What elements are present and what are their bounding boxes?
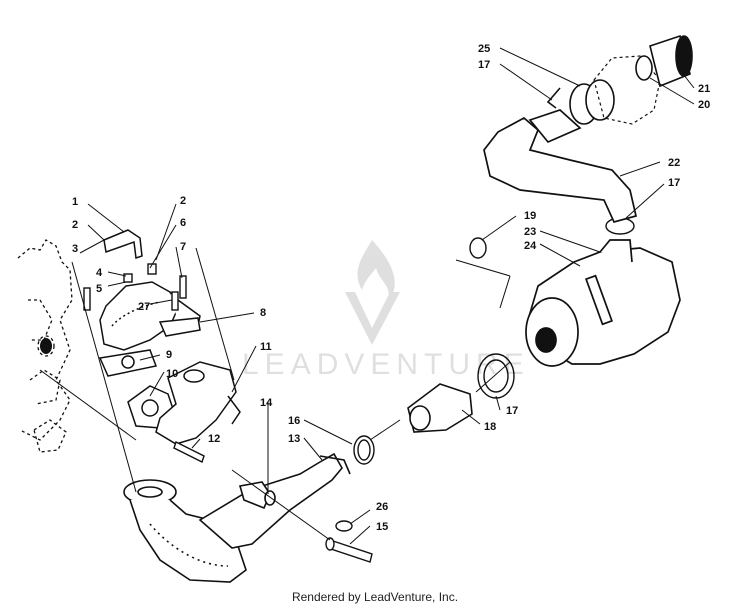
part-label-12: 12: [208, 433, 220, 445]
bellows-21: [635, 34, 693, 88]
part-label-2: 2: [72, 219, 78, 231]
part-label-7: 7: [180, 241, 186, 253]
part-label-27: 27: [138, 301, 150, 313]
grommet-19: [469, 237, 487, 259]
part-label-11: 11: [260, 341, 272, 353]
part-label-9: 9: [166, 349, 172, 361]
part-label-22: 22: [668, 157, 680, 169]
part-label-2: 2: [180, 195, 186, 207]
part-label-4: 4: [96, 267, 103, 279]
mounting-plate: [593, 55, 661, 125]
header-pipe: [123, 479, 247, 583]
engine-block: [17, 239, 73, 453]
leader-lines: [79, 47, 695, 545]
washer-26: [335, 520, 353, 532]
bolt-15: [325, 537, 373, 563]
part-label-6: 6: [180, 217, 186, 229]
part-label-13: 13: [288, 433, 300, 445]
adapter-10-11: [127, 361, 241, 445]
bolt-12: [173, 441, 205, 463]
footer-credit: Rendered by LeadVenture, Inc.: [291, 590, 459, 604]
part-label-3: 3: [72, 243, 78, 255]
part-label-15: 15: [376, 521, 388, 533]
tube-1: [103, 229, 143, 260]
part-label-8: 8: [260, 307, 266, 319]
assembly-lines: [39, 247, 511, 541]
clamp-17-lower: [477, 353, 515, 399]
part-label-10: 10: [166, 368, 178, 380]
elbow-pipe-22: [483, 109, 638, 224]
part-label-23: 23: [524, 226, 536, 238]
part-label-21: 21: [698, 83, 710, 95]
gaskets: [98, 317, 201, 377]
manifold-bolts: [83, 263, 187, 311]
leadventure-watermark: LEADVENTURE: [242, 240, 530, 381]
part-label-1: 1: [72, 196, 78, 208]
watermark-text: LEADVENTURE: [242, 348, 530, 381]
part-label-24: 24: [524, 240, 537, 252]
part-label-19: 19: [524, 210, 536, 222]
watermark-flame-icon: [357, 240, 395, 300]
part-label-26: 26: [376, 501, 388, 513]
watermark-v-icon: [345, 292, 400, 345]
engine-port: [40, 338, 52, 354]
clamp-16: [353, 435, 375, 465]
part-label-17: 17: [478, 59, 490, 71]
part-label-17: 17: [506, 405, 518, 417]
part-number-labels: 1 2 2 3 4 5 6 7 8 9 10 11 12 13 14 15 16…: [72, 43, 710, 533]
part-label-18: 18: [484, 421, 496, 433]
part-label-16: 16: [288, 415, 300, 427]
part-label-17: 17: [668, 177, 680, 189]
muffler-13: [198, 452, 351, 549]
part-label-5: 5: [96, 283, 102, 295]
part-label-20: 20: [698, 99, 710, 111]
part-label-14: 14: [260, 397, 273, 409]
coupler-18: [407, 383, 473, 433]
part-label-25: 25: [478, 43, 490, 55]
connector-25: [546, 79, 615, 125]
silencer-24: [525, 239, 681, 367]
